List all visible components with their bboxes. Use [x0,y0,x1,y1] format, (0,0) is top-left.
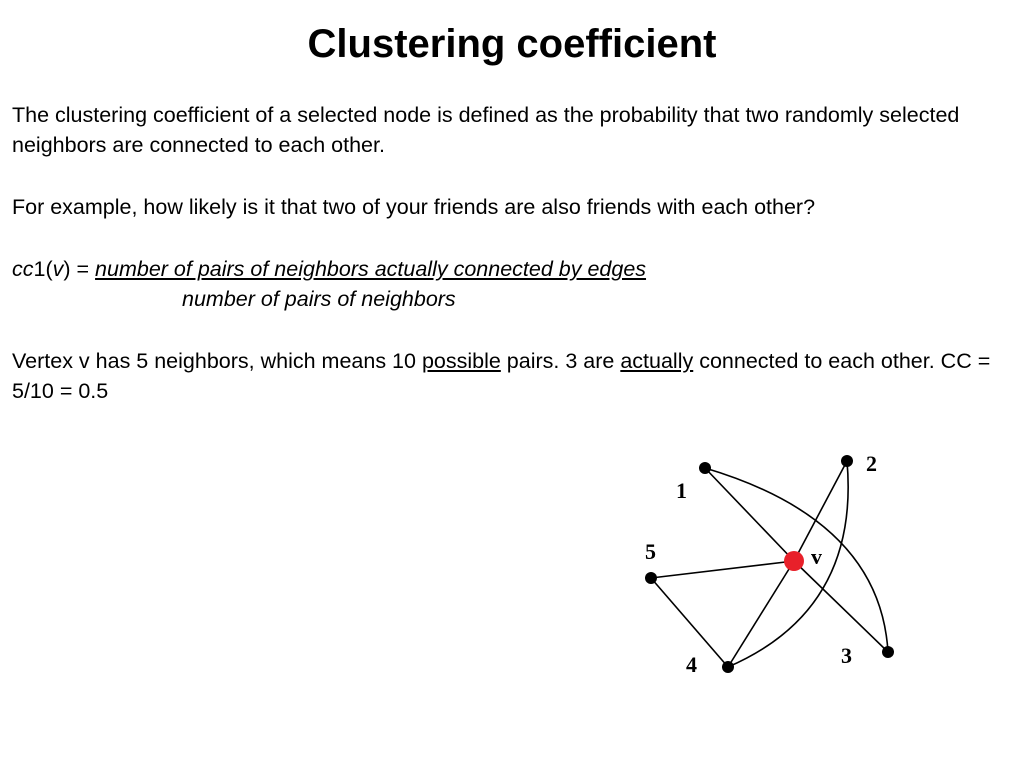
node-2 [841,455,853,467]
edge-v-2 [793,460,848,562]
node-3 [882,646,894,658]
formula-numerator: number of pairs of neighbors actually co… [95,257,647,281]
explanation-possible: possible [421,349,501,373]
explanation-actually: actually [620,349,694,373]
node-label-1: 1 [676,478,687,503]
explanation-part1: Vertex v has 5 neighbors, which means 10 [12,349,422,373]
node-5 [645,572,657,584]
example-explanation: Vertex v has 5 neighbors, which means 10… [12,346,1012,406]
edge-v-1 [704,467,795,562]
formula-denominator: number of pairs of neighbors [182,287,456,311]
node-4 [722,661,734,673]
node-v [784,551,804,571]
edge-1-3 [704,467,889,653]
node-1 [699,462,711,474]
edge-2-4 [727,460,849,668]
formula: cc1(v) = number of pairs of neighbors ac… [12,254,1012,314]
example-paragraph: For example, how likely is it that two o… [12,195,816,219]
node-label-5: 5 [645,539,656,564]
node-label-4: 4 [686,652,697,677]
slide-title: Clustering coefficient [307,22,717,66]
edge-v-3 [793,560,889,653]
edge-v-5 [650,560,795,579]
formula-equals: ) = [63,257,96,281]
definition-paragraph: The clustering coefficient of a selected… [12,103,960,157]
node-label-v: v [811,544,822,569]
node-label-2: 2 [866,451,877,476]
formula-cc: cc [12,257,34,281]
formula-v: v [52,257,64,281]
formula-one: 1( [33,257,53,281]
edge-v-4 [727,560,795,668]
explanation-part2: pairs. 3 are [500,349,621,373]
node-label-3: 3 [841,643,852,668]
edge-5-4 [650,577,729,668]
explanation-part3: connected to each other. CC = 5/10 = 0.5 [12,349,991,403]
